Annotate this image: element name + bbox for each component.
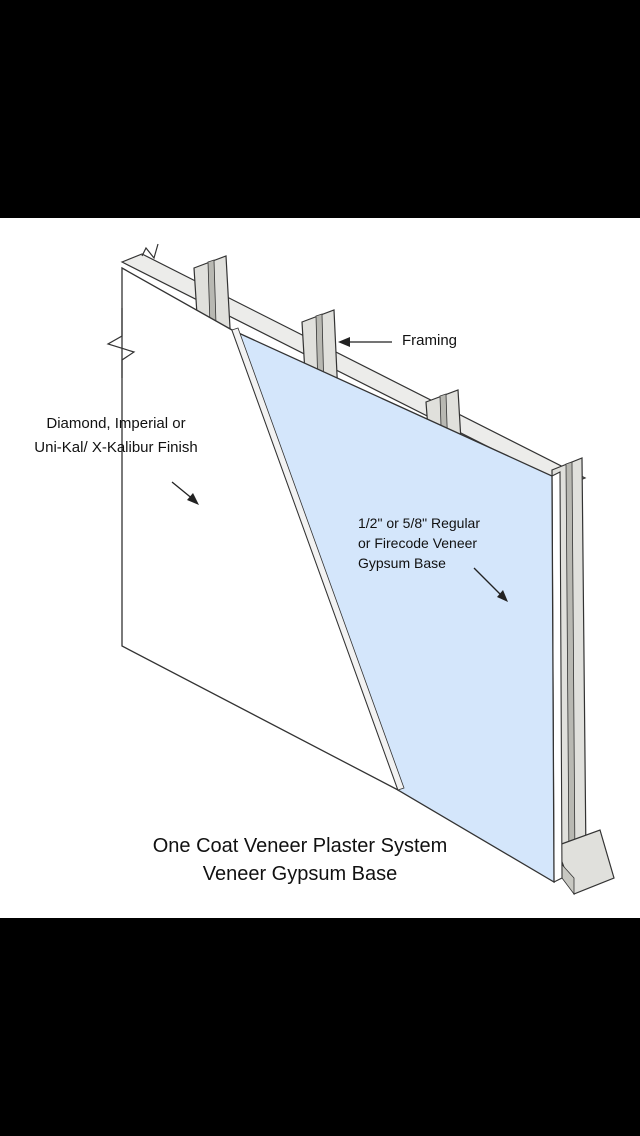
veneer-plaster-diagram: Framing Diamond, Imperial or Uni-Kal/ X-… [34, 243, 615, 896]
plaster-edge [231, 327, 405, 791]
stud-1 [193, 255, 231, 331]
bottom-track [555, 829, 615, 896]
framing-arrowhead [338, 337, 350, 347]
diagram-title-line2: Veneer Gypsum Base [203, 863, 398, 885]
diagram-title-line1: One Coat Veneer Plaster System [153, 835, 448, 857]
base-label-line3: Gypsum Base [358, 555, 446, 571]
base-label-line2: or Firecode Veneer [358, 535, 477, 551]
base-arrowhead [497, 590, 508, 602]
base-arrow [473, 567, 503, 597]
break-line-left [106, 308, 136, 378]
framing-label: Framing [402, 332, 457, 349]
image-area: Framing Diamond, Imperial or Uni-Kal/ X-… [0, 218, 640, 918]
finish-label-line1: Diamond, Imperial or [46, 415, 185, 432]
break-line-top [141, 243, 159, 260]
finish-label-line2: Uni-Kal/ X-Kalibur Finish [34, 439, 197, 456]
finish-arrowhead [187, 493, 199, 505]
top-track [120, 253, 587, 487]
base-label-line1: 1/2" or 5/8" Regular [358, 515, 480, 531]
